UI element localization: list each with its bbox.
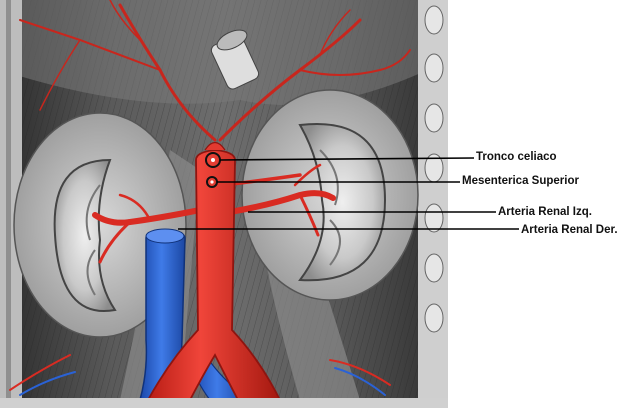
leader-tronco: [219, 157, 475, 161]
left-wall-stripe: [6, 0, 11, 400]
arterial-tree: [19, 0, 411, 264]
tronco-ring-dot: [211, 158, 215, 162]
esophagus-cut: [210, 29, 260, 90]
label-arteria-renal-der: Arteria Renal Der.: [521, 224, 618, 236]
label-mesenterica-superior: Mesenterica Superior: [462, 175, 579, 187]
bottom-frame-bar: [0, 398, 448, 408]
mesenterica-ring-dot: [210, 180, 214, 184]
lower-vessels: [9, 354, 391, 396]
leader-lines: [178, 157, 519, 230]
label-arteria-renal-izq: Arteria Renal Izq.: [498, 206, 592, 218]
label-tronco-celiaco: Tronco celiaco: [476, 151, 557, 163]
right-ganglia-chain: [424, 5, 444, 333]
